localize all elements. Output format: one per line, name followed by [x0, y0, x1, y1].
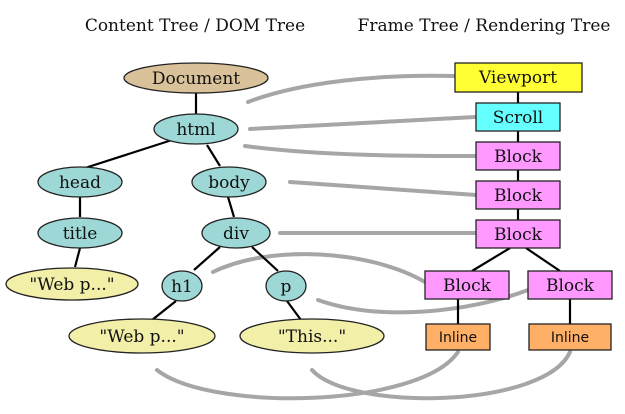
node-h1-text-label: "Web p..." [99, 327, 184, 347]
node-html: html [153, 113, 239, 145]
edge-body-div [226, 196, 236, 218]
node-title-text-label: "Web p..." [29, 275, 114, 295]
frame-block-body-box [475, 180, 561, 210]
node-p-text-label: "This..." [278, 327, 346, 347]
link-ptext-inline [310, 350, 572, 401]
frame-inline-h1-label: Inline [439, 330, 477, 346]
frame-block-body-label: Block [494, 186, 543, 206]
node-body-shape [191, 166, 267, 198]
link-html-block [243, 144, 478, 158]
frame-tree-heading: Frame Tree / Rendering Tree [358, 16, 611, 36]
edge-html-body [206, 144, 221, 167]
node-p-text-shape [239, 318, 385, 354]
node-html-label: html [176, 120, 215, 140]
node-body: body [191, 166, 267, 198]
link-html-scroll [248, 115, 477, 131]
node-html-shape [153, 113, 239, 145]
content-tree-heading: Content Tree / DOM Tree [85, 16, 305, 36]
node-p-shape [265, 270, 307, 302]
edge-title-text [73, 247, 82, 268]
mapping-links [155, 73, 572, 401]
frame-viewport-label: Viewport [478, 68, 557, 88]
frame-block-p-label: Block [546, 276, 595, 296]
frame-block-p: Block [527, 270, 613, 300]
frame-block-p-box [527, 270, 613, 300]
node-p-text: "This..." [239, 318, 385, 354]
link-h1text-inline [155, 350, 460, 401]
frame-inline-h1: Inline [425, 323, 491, 351]
node-h1-label: h1 [171, 277, 193, 297]
frame-block-div-box [475, 219, 561, 249]
edge-div-p [251, 246, 279, 272]
edge-p-text [286, 300, 302, 321]
frame-viewport: Viewport [454, 62, 583, 93]
node-p: p [265, 270, 307, 302]
edge-html-head [84, 138, 173, 170]
node-head-label: head [59, 173, 101, 193]
frame-block-div: Block [475, 219, 561, 249]
frame-block-html: Block [475, 141, 561, 171]
node-h1-shape [161, 270, 203, 302]
node-title-shape [37, 217, 123, 249]
frame-scroll-box [475, 102, 561, 132]
frame-tree-edges [456, 92, 572, 324]
node-document-label: Document [152, 69, 240, 89]
node-div: div [201, 217, 271, 249]
node-h1-text: "Web p..." [68, 318, 216, 354]
frame-viewport-box [454, 62, 583, 93]
edge-h1-text [151, 300, 177, 321]
node-document-shape [123, 62, 269, 94]
node-title: title [37, 217, 123, 249]
frame-scroll-label: Scroll [493, 108, 543, 128]
frame-scroll: Scroll [475, 102, 561, 132]
frame-block-h1-label: Block [443, 276, 492, 296]
node-title-text: "Web p..." [5, 267, 139, 301]
node-h1: h1 [161, 270, 203, 302]
frame-block-h1: Block [424, 270, 510, 300]
node-title-label: title [63, 224, 98, 244]
link-body-block [288, 180, 478, 197]
frame-block-div-label: Block [494, 225, 543, 245]
frame-block-html-label: Block [494, 147, 543, 167]
node-head-shape [37, 166, 123, 198]
edge-block-pblock [525, 247, 561, 272]
frame-inline-p-label: Inline [551, 330, 589, 346]
frame-block-h1-box [424, 270, 510, 300]
node-p-label: p [281, 277, 292, 297]
link-h1-block [211, 252, 427, 284]
node-body-label: body [208, 173, 250, 193]
frame-inline-p-box [528, 323, 612, 351]
frame-inline-p: Inline [528, 323, 612, 351]
node-document: Document [123, 62, 269, 94]
frame-inline-h1-box [425, 323, 491, 351]
node-div-shape [201, 217, 271, 249]
node-head: head [37, 166, 123, 198]
edge-block-h1block [471, 247, 511, 272]
link-document-viewport [246, 73, 457, 104]
frame-block-html-box [475, 141, 561, 171]
node-h1-text-shape [68, 318, 216, 354]
edge-div-h1 [193, 246, 221, 271]
content-tree-edges [73, 92, 302, 321]
node-div-label: div [223, 224, 249, 244]
frame-block-body: Block [475, 180, 561, 210]
node-title-text-shape [5, 267, 139, 301]
